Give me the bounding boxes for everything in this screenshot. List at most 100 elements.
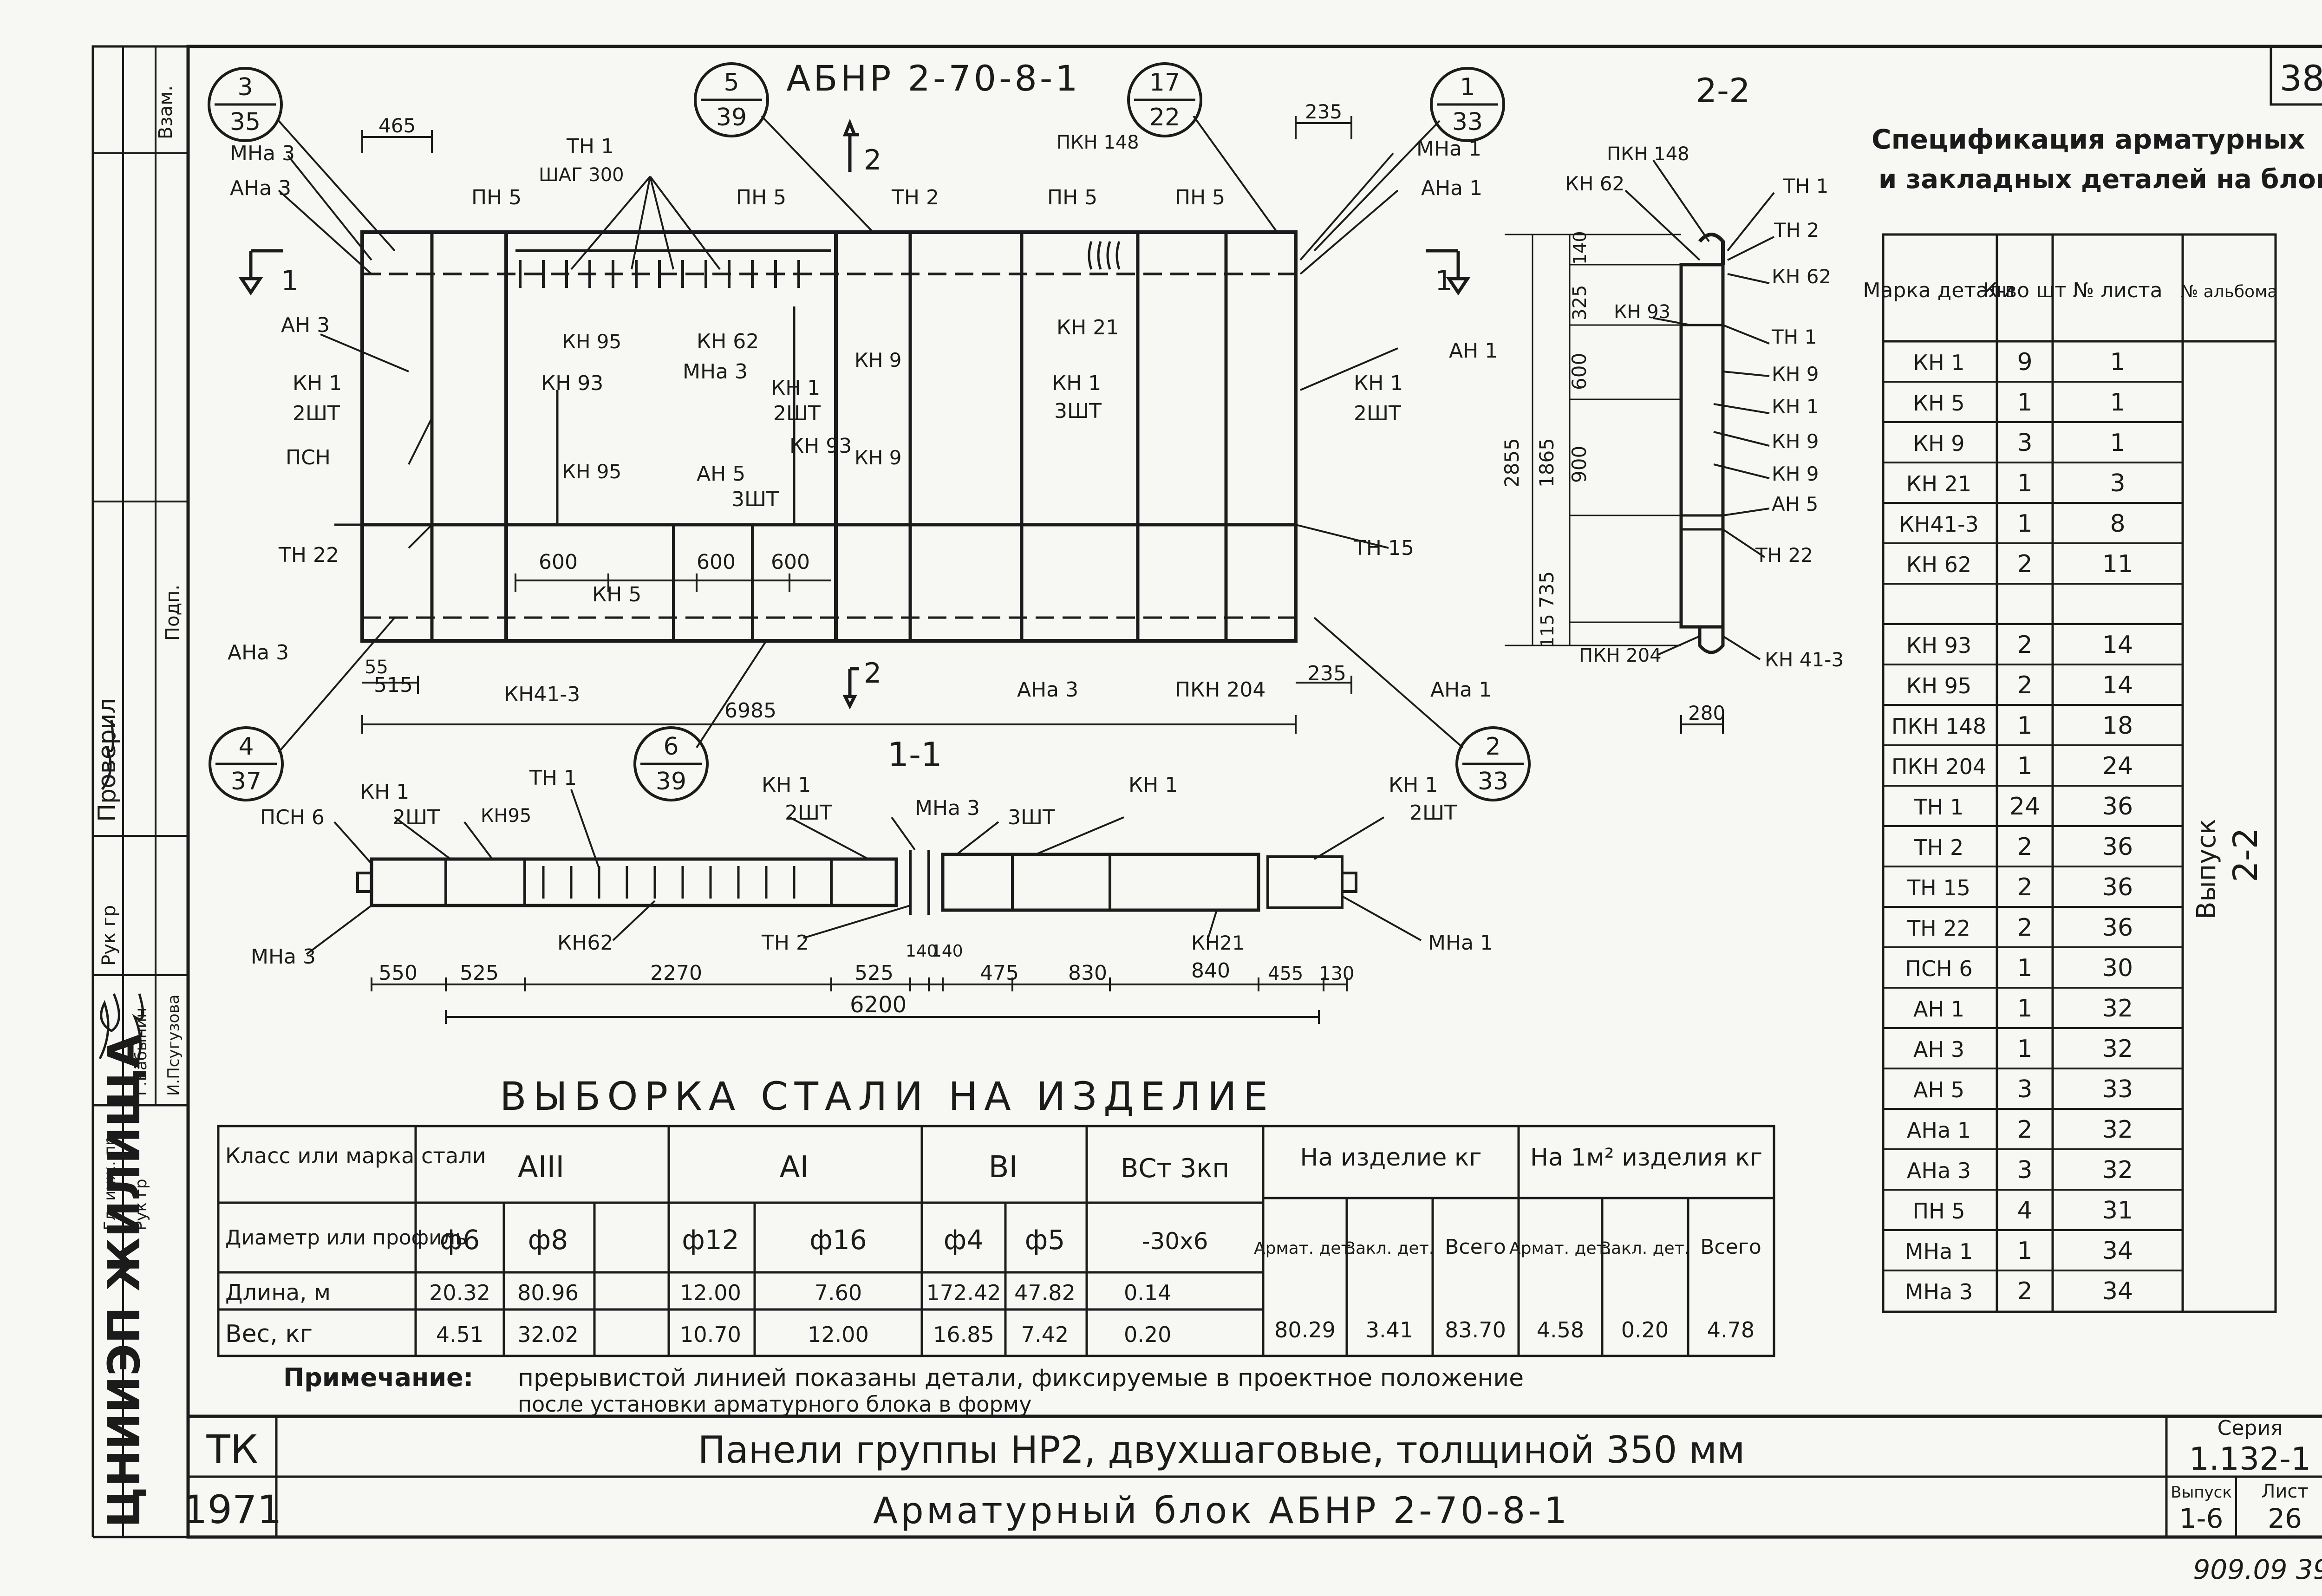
spec-cell-qty: 2: [2017, 671, 2032, 699]
steel-total-4: 0.20: [1621, 1317, 1669, 1342]
sec22-th2: ТН 2: [1774, 219, 1819, 241]
leader-lines: [278, 115, 1464, 753]
spec-row-lines: [1883, 381, 2183, 1271]
spec-cell-mark: КН 93: [1906, 633, 1971, 658]
elev-mna3b: МНа 3: [683, 360, 748, 384]
sec22-dim-735: 735: [1535, 571, 1558, 608]
spec-cell-mark: ПКН 204: [1892, 754, 1986, 779]
elev-kn5: КН 5: [592, 583, 641, 606]
footer-code: 909.09 39: [2193, 1554, 2322, 1585]
spec-cell-mark: АН 5: [1913, 1077, 1964, 1102]
spec-cell-sheet: 31: [2102, 1197, 2133, 1225]
steel-sub-3: Армат. дет.: [1509, 1239, 1611, 1258]
sec22-an5: АН 5: [1772, 493, 1818, 515]
spec-cell-sheet: 32: [2102, 995, 2133, 1023]
steel-diam-3: ф12: [682, 1224, 739, 1256]
side-gl-inzh: Гл. инж. пр.: [101, 1131, 119, 1231]
steel-diam-4: ф16: [809, 1224, 867, 1256]
steel-diam-1: ф8: [528, 1224, 568, 1256]
spec-cell-sheet: 33: [2102, 1075, 2133, 1103]
sec22-dim-2855: 2855: [1500, 438, 1523, 488]
elev-pkn148: ПКН 148: [1057, 132, 1139, 153]
spec-header-sheet: № листа: [2073, 279, 2162, 302]
plan-view: [356, 850, 1357, 915]
steel-len-1: 80.96: [517, 1280, 579, 1305]
callout-circle: [1455, 726, 1531, 801]
steel-class-b1: ВI: [989, 1150, 1018, 1185]
spec-cell-mark: АНа 1: [1907, 1118, 1971, 1143]
elev-kn413: КН41-3: [504, 683, 580, 706]
spec-cell-sheet: 14: [2102, 631, 2133, 659]
spec-cell-qty: 1: [2017, 752, 2032, 780]
plan-psn6: ПСН 6: [260, 806, 325, 829]
callout-6-bottom: 39: [656, 768, 686, 795]
signature-1: [98, 993, 120, 1060]
elev-psn: ПСН: [286, 446, 331, 469]
elev-an5: АН 5: [697, 462, 745, 486]
callout-circle: [209, 726, 284, 801]
elev-ana1: АНа 1: [1421, 176, 1482, 200]
spec-cell-mark: МНа 3: [1905, 1279, 1973, 1304]
steel-on-item: На изделие кг: [1300, 1144, 1481, 1172]
callout-6-top: 6: [663, 733, 678, 761]
sec22-dim-325: 325: [1569, 285, 1591, 320]
sec22-kn62b: КН 62: [1772, 265, 1831, 288]
steel-diam-6: ф5: [1025, 1224, 1065, 1256]
elev-ana3: АНа 3: [230, 176, 291, 200]
elev-kn93b: КН 93: [789, 434, 852, 458]
elev-mna3: МНа 3: [230, 142, 295, 165]
spec-cell-sheet: 8: [2110, 510, 2125, 538]
plan-sht2b: 2ШТ: [785, 801, 832, 825]
elev-kn1d: КН 1: [1354, 371, 1403, 395]
spec-cell-mark: ТН 1: [1914, 795, 1964, 820]
spec-cell-qty: 3: [2017, 429, 2032, 457]
section-22-drawing: [1505, 233, 1725, 734]
spec-cell-qty: 1: [2017, 1237, 2032, 1265]
steel-len-5: 172.42: [926, 1280, 1001, 1305]
stamp-sheet-label: Лист: [2261, 1481, 2308, 1502]
elev-th22: ТН 22: [278, 543, 339, 567]
side-pod: Подп.: [162, 585, 183, 641]
steel-table-grid: [217, 1125, 1775, 1357]
elevation-view: [334, 230, 1298, 643]
plan-dim-10: 130: [1319, 963, 1354, 984]
spec-cell-qty: 2: [2017, 631, 2032, 659]
stamp-title-2: Арматурный блок АБНР 2-70-8-1: [873, 1490, 1570, 1532]
steel-class-vst: ВСт 3кп: [1121, 1153, 1229, 1184]
callout-group: [208, 62, 1531, 801]
spec-cell-mark: АН 3: [1913, 1037, 1964, 1062]
side-strip: [91, 45, 189, 1538]
plan-dim-5: 140: [931, 942, 963, 961]
spec-cell-mark: ТН 2: [1914, 835, 1964, 860]
sec22-kn93: КН 93: [1614, 301, 1670, 323]
side-isguzova: И.Псугузова: [164, 995, 183, 1096]
side-ruk-gr: Рук гр: [98, 905, 120, 966]
callout-3-bottom: 22: [1149, 104, 1180, 131]
plan-dim-lines: [371, 977, 1348, 1024]
sheet-frame: [186, 45, 2322, 1539]
stamp-series: 1.132-1: [2189, 1441, 2311, 1478]
plan-kn1d: КН 1: [1389, 773, 1438, 797]
steel-row-length: Длина, м: [225, 1280, 331, 1306]
spec-cell-qty: 1: [2017, 469, 2032, 497]
elev-kn62: КН 62: [697, 330, 759, 353]
elev-an1: АН 1: [1449, 339, 1498, 363]
elev-dim-235t: 235: [1305, 100, 1342, 123]
plan-dim-1: 525: [460, 961, 499, 985]
stamp-series-label: Серия: [2218, 1416, 2283, 1440]
section-11-label: 1-1: [887, 735, 942, 774]
elev-kn9a: КН 9: [854, 349, 901, 371]
elev-kn1b: КН 1: [771, 376, 820, 400]
steel-diam-5: ф4: [944, 1224, 984, 1256]
callout-2-bottom: 39: [716, 104, 747, 131]
callout-4-top: 1: [1460, 73, 1475, 101]
sec22-kn413: КН 41-3: [1765, 648, 1844, 671]
elev-kn95: КН 95: [562, 330, 621, 353]
elev-mna1: МНа 1: [1416, 137, 1481, 161]
steel-total-3: 4.58: [1537, 1317, 1584, 1342]
steel-w-4: 12.00: [808, 1322, 869, 1347]
sec22-th22: ТН 22: [1755, 544, 1813, 567]
spec-header-qty: К-во шт: [1983, 279, 2067, 302]
spec-cell-mark: ТН 22: [1907, 916, 1970, 941]
elev-dim-6985: 6985: [724, 699, 776, 723]
